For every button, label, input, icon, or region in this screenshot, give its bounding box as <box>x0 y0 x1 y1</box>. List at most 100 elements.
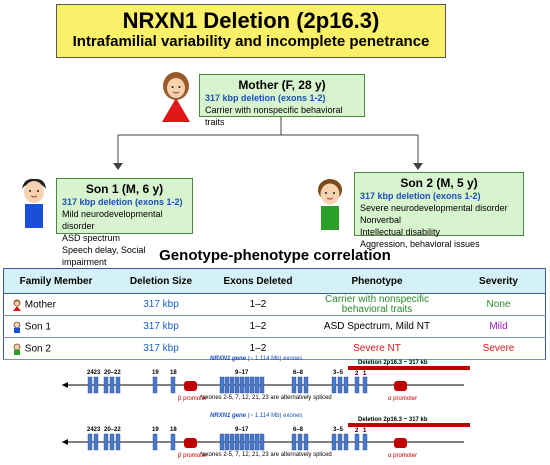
phenotype-cell: Carrier with nonspecific behavioral trai… <box>302 293 452 316</box>
genotype-phenotype-table: Family Member Deletion Size Exons Delete… <box>3 268 546 360</box>
exon-group <box>87 376 368 394</box>
splice-note: *exones 2-5, 7, 12, 21, 23 are alternatv… <box>200 395 332 401</box>
severity-cell: None <box>452 293 546 316</box>
alpha-promoter-label: α promoter <box>388 396 417 402</box>
svg-text:2: 2 <box>355 371 359 377</box>
table-row: Mother 317 kbp 1–2 Carrier with nonspeci… <box>3 293 546 316</box>
mother-name: Mother (F, 28 y) <box>238 78 326 92</box>
exon-group <box>87 433 368 451</box>
gene-arrowhead <box>62 439 68 445</box>
mother-mini-icon <box>13 299 21 311</box>
gene-map-1: Deletion 2p16.3 ~ 317 kb NRXN1 gene (~ 1… <box>62 356 470 402</box>
son1-trait: ASD spectrum <box>62 233 121 243</box>
gene-name: NRXN1 gene <box>210 356 247 362</box>
mother-box: Mother (F, 28 y) 317 kbp deletion (exons… <box>199 74 365 127</box>
column-header: Exons Deleted <box>214 268 302 294</box>
svg-text:18: 18 <box>170 427 177 433</box>
gene-label: NRXN1 gene (~ 1.114 Mb) exones <box>210 413 302 419</box>
son2-deletion: 317 kbp deletion (exons 1-2) <box>360 191 481 201</box>
exons-cell: 1–2 <box>214 315 302 338</box>
svg-text:1: 1 <box>363 371 367 377</box>
beta-promoter-label: β promoter <box>178 453 207 459</box>
severity-cell: Mild <box>452 315 546 338</box>
member-name: Son 2 <box>24 343 51 355</box>
gene-arrowhead <box>62 382 68 388</box>
phenotype-cell: Severe NT <box>302 337 452 360</box>
member-cell: Mother <box>3 293 108 316</box>
son1-trait: Mild neurodevelopmental disorder <box>62 209 163 231</box>
title-box: NRXN1 Deletion (2p16.3) Intrafamilial va… <box>56 4 446 58</box>
svg-text:2: 2 <box>355 428 359 434</box>
splice-note: *exones 2-5, 7, 12, 21, 23 are alternatv… <box>200 452 332 458</box>
svg-text:20–22: 20–22 <box>104 370 121 376</box>
gene-size: (~ 1.114 Mb) exones <box>246 413 302 419</box>
gene-map-2: Deletion 2p16.3 ~ 317 kb NRXN1 gene (~ 1… <box>62 413 470 459</box>
svg-text:9–17: 9–17 <box>235 427 249 433</box>
phenotype-cell: ASD Spectrum, Mild NT <box>302 315 452 338</box>
svg-text:1: 1 <box>363 428 367 434</box>
son1-box: Son 1 (M, 6 y) 317 kbp deletion (exons 1… <box>56 178 193 267</box>
svg-text:18: 18 <box>170 370 177 376</box>
column-header: Phenotype <box>302 268 452 294</box>
alpha-promoter-icon <box>394 381 407 391</box>
exons-cell: 1–2 <box>214 293 302 316</box>
son1-trait: Speech delay, Social impairment <box>62 245 146 267</box>
svg-text:19: 19 <box>152 427 159 433</box>
son2-box: Son 2 (M, 5 y) 317 kbp deletion (exons 1… <box>354 172 524 249</box>
member-cell: Son 1 <box>3 315 108 338</box>
alpha-promoter-icon <box>394 438 407 448</box>
size-cell: 317 kbp <box>108 315 214 338</box>
svg-text:6–8: 6–8 <box>293 370 304 376</box>
gene-label: NRXN1 gene (~ 1.114 Mb) exones <box>210 356 302 362</box>
son2-trait: Intellectual disability <box>360 227 441 237</box>
mother-deletion: 317 kbp deletion (exons 1-2) <box>205 93 326 103</box>
column-header: Family Member <box>3 268 108 294</box>
member-cell: Son 2 <box>3 337 108 360</box>
beta-promoter-icon <box>184 381 197 391</box>
column-header: Severity <box>452 268 546 294</box>
exons-cell: 1–2 <box>214 337 302 360</box>
size-cell: 317 kbp <box>108 293 214 316</box>
son1-deletion: 317 kbp deletion (exons 1-2) <box>62 197 183 207</box>
gene-size: (~ 1.114 Mb) exones <box>246 356 302 362</box>
table-row: Son 2 317 kbp 1–2 Severe NT Severe <box>3 337 546 360</box>
son2-icon <box>318 179 342 230</box>
son2-name: Son 2 (M, 5 y) <box>400 176 478 190</box>
deletion-label: Deletion 2p16.3 ~ 317 kb <box>358 417 428 423</box>
size-cell: 317 kbp <box>108 337 214 360</box>
svg-text:9–17: 9–17 <box>235 370 249 376</box>
exon-labels: 2423 20–22 19 18 9–17 6–8 3–5 2 1 <box>87 427 367 434</box>
mother-icon <box>162 72 190 122</box>
svg-text:3–5: 3–5 <box>333 427 344 433</box>
member-name: Mother <box>24 299 56 311</box>
column-header: Deletion Size <box>108 268 214 294</box>
son2-trait: Nonverbal <box>360 215 402 225</box>
page-subtitle: Intrafamilial variability and incomplete… <box>72 33 430 50</box>
svg-text:3–5: 3–5 <box>333 370 344 376</box>
mother-trait: Carrier with nonspecific behavioral trai… <box>205 105 343 127</box>
son1-name: Son 1 (M, 6 y) <box>85 182 164 196</box>
alpha-promoter-label: α promoter <box>388 453 417 459</box>
svg-text:2423: 2423 <box>87 427 101 433</box>
beta-promoter-label: β promoter <box>178 396 207 402</box>
son2-trait: Aggression, behavioral issues <box>360 239 480 249</box>
son2-trait: Severe neurodevelopmental disorder <box>360 203 508 213</box>
deletion-label: Deletion 2p16.3 ~ 317 kb <box>358 360 428 366</box>
son2-mini-icon <box>13 343 21 355</box>
exon-labels: 2423 20–22 19 18 9–17 6–8 3–5 2 1 <box>87 370 367 377</box>
son1-icon <box>22 178 46 228</box>
svg-text:19: 19 <box>152 370 159 376</box>
page-title: NRXN1 Deletion (2p16.3) <box>122 8 380 33</box>
svg-text:2423: 2423 <box>87 370 101 376</box>
svg-text:20–22: 20–22 <box>104 427 121 433</box>
member-name: Son 1 <box>24 321 51 333</box>
section-title: Genotype-phenotype correlation <box>159 247 391 264</box>
gene-name: NRXN1 gene <box>210 413 247 419</box>
table-header-row: Family Member Deletion Size Exons Delete… <box>3 268 546 294</box>
svg-text:6–8: 6–8 <box>293 427 304 433</box>
beta-promoter-icon <box>184 438 197 448</box>
son1-mini-icon <box>13 321 21 333</box>
pedigree-connectors <box>113 117 423 170</box>
table-row: Son 1 317 kbp 1–2 ASD Spectrum, Mild NT … <box>3 315 546 338</box>
severity-cell: Severe <box>452 337 546 360</box>
